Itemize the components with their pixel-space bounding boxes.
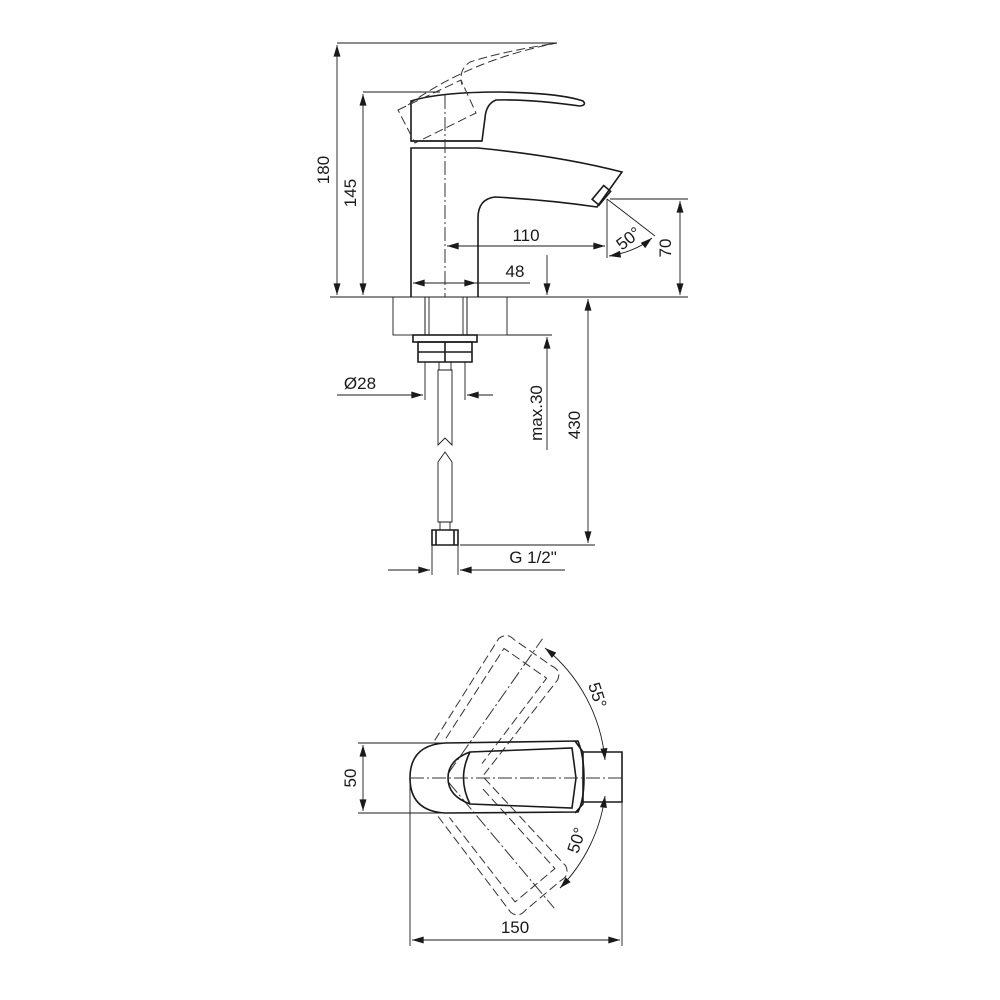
rotation-arc-55: [544, 647, 608, 761]
hose-nut: [431, 529, 459, 546]
spout-top: [583, 751, 623, 803]
dim-label-50deg: 50°: [564, 825, 590, 855]
dim-label-180: 180: [314, 156, 333, 184]
dim-label-430: 430: [565, 411, 584, 439]
fixing-nut: [417, 341, 473, 363]
lever-inner: [462, 747, 577, 809]
hose-lower: [437, 451, 453, 523]
lever-alt-position: [397, 79, 477, 144]
lever-alt-outline: [407, 42, 558, 106]
dimension-angle-50: [608, 237, 653, 258]
top-view: 55° 50° 50 150: [341, 635, 623, 946]
counter-section-right: [466, 296, 508, 336]
side-view: 180 145 110 50° 70 48: [314, 42, 688, 575]
dim-label-d28: Ø28: [344, 374, 376, 393]
dim-label-70: 70: [656, 239, 675, 258]
extension-line: [606, 198, 656, 237]
threaded-shank: [428, 296, 464, 336]
dim-label-max30: max.30: [527, 385, 546, 441]
dim-label-110: 110: [512, 226, 539, 245]
handle-rotated-left: [434, 635, 560, 776]
rotation-arc-50: [559, 795, 607, 889]
dim-label-48: 48: [506, 262, 525, 281]
aerator: [591, 184, 612, 207]
dim-label-50: 50: [341, 769, 360, 788]
shank-outline: [424, 296, 468, 336]
hose-ferrule: [439, 521, 451, 531]
hose-fitting: [438, 361, 452, 371]
dim-label-thread: G 1/2": [509, 548, 557, 567]
washer: [412, 334, 478, 343]
cartridge-arc: [447, 751, 471, 805]
spout-body: [410, 147, 624, 297]
dim-label-spout-angle: 50°: [613, 223, 645, 254]
dim-label-55deg: 55°: [584, 680, 610, 710]
body-outline: [409, 740, 585, 814]
dim-label-150: 150: [501, 918, 529, 937]
dim-label-145: 145: [341, 179, 360, 207]
counter-section-left: [392, 296, 426, 336]
handle-lever: [410, 91, 586, 142]
handle-rotated-right: [437, 777, 568, 916]
hose-upper: [437, 369, 453, 447]
